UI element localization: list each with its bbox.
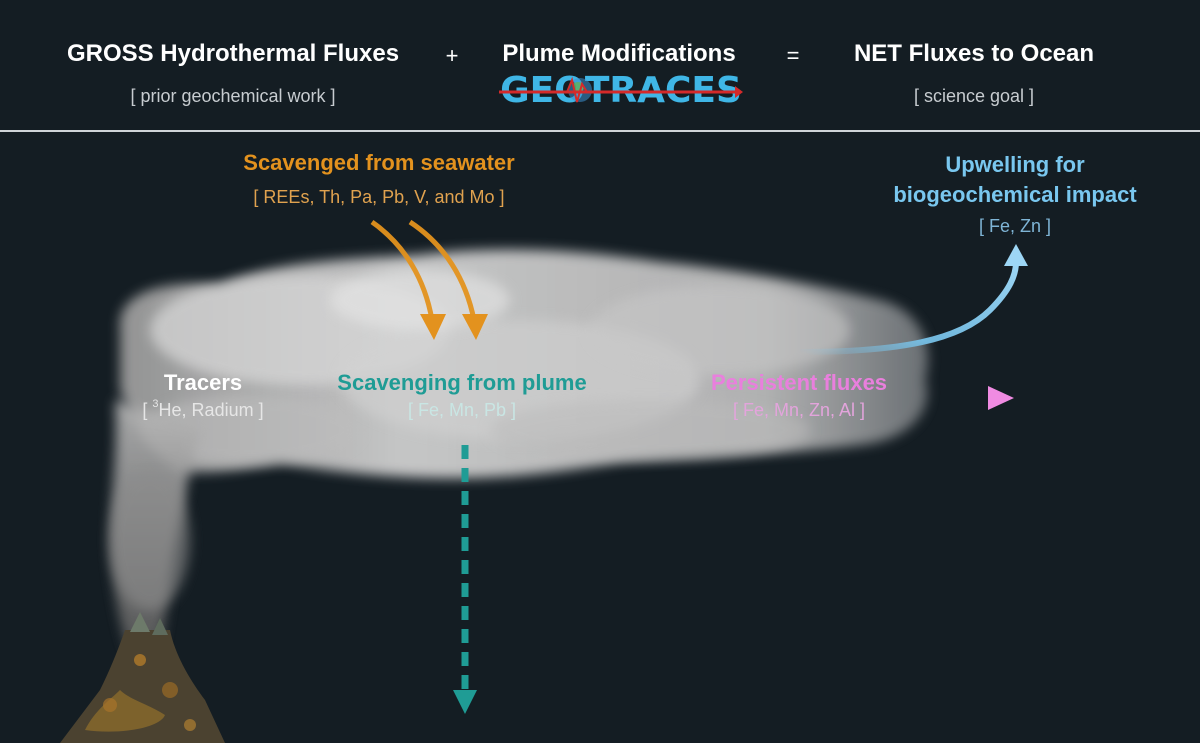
equals-sign: = xyxy=(786,43,800,68)
persistent-fluxes-elements: [ Fe, Mn, Zn, Al ] xyxy=(732,400,866,420)
plume-modifications-title: Plume Modifications xyxy=(502,40,736,67)
scavenged-seawater-title: Scavenged from seawater xyxy=(243,150,515,175)
hydrothermal-vent xyxy=(60,612,225,743)
net-fluxes-subtitle: [ science goal ] xyxy=(913,86,1035,106)
gross-fluxes-subtitle: [ prior geochemical work ] xyxy=(130,86,336,106)
tracers-elements: [ 3He, Radium ] xyxy=(142,398,264,420)
persistent-flux-arrow xyxy=(905,386,1014,410)
plume-scavenging-arrow xyxy=(453,445,477,714)
plume-cloud xyxy=(110,249,929,650)
gross-fluxes-title: GROSS Hydrothermal Fluxes xyxy=(66,40,400,67)
scavenging-plume-title: Scavenging from plume xyxy=(337,370,587,395)
tracers-title: Tracers xyxy=(163,370,243,395)
upwelling-elements: [ Fe, Zn ] xyxy=(978,216,1052,236)
header-divider xyxy=(0,130,1200,132)
upwelling-arrow xyxy=(799,244,1028,355)
persistent-fluxes-title: Persistent fluxes xyxy=(710,370,888,395)
geotraces-logo: GEOTRACES xyxy=(497,70,745,112)
scavenging-plume-elements: [ Fe, Mn, Pb ] xyxy=(407,400,517,420)
scavenged-seawater-elements: [ REEs, Th, Pa, Pb, V, and Mo ] xyxy=(253,187,505,207)
plus-sign: + xyxy=(445,43,459,68)
upwelling-title-line2: biogeochemical impact xyxy=(893,182,1137,207)
seawater-scavenging-arrows xyxy=(370,219,488,340)
upwelling-title-line1: Upwelling for xyxy=(945,152,1085,177)
globe-icon xyxy=(499,76,743,103)
net-fluxes-title: NET Fluxes to Ocean xyxy=(853,40,1095,67)
